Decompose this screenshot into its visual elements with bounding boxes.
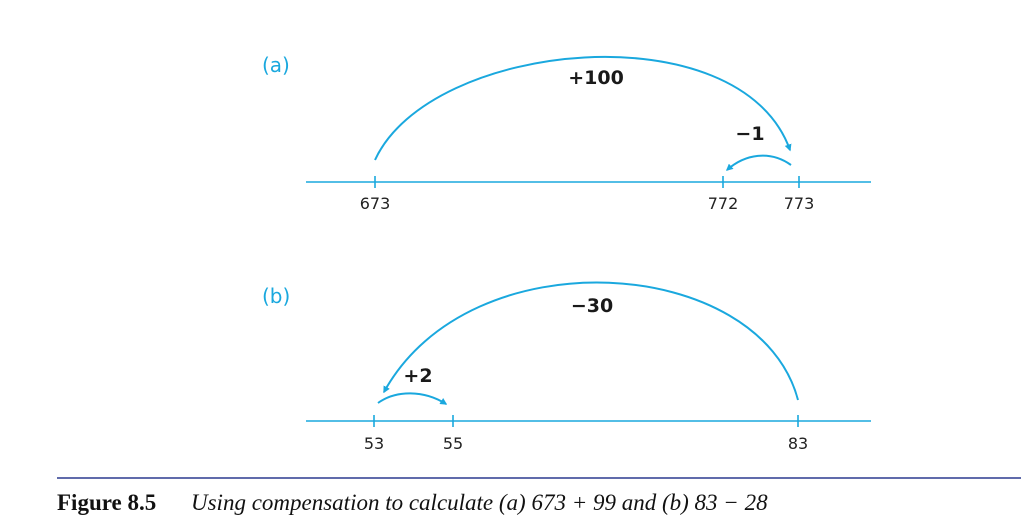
jump-arc-minus-1 — [725, 154, 792, 171]
panel-b: (b) 53 55 83 −30 +2 — [262, 281, 871, 453]
jump-label-plus-2: +2 — [403, 365, 432, 387]
tick-label-83: 83 — [788, 434, 808, 453]
jump-arc-plus-100 — [374, 56, 792, 161]
jump-label-minus-1: −1 — [735, 123, 764, 145]
panel-a: (a) 673 772 773 +100 −1 — [262, 53, 871, 213]
jump-arc-plus-2 — [377, 392, 448, 405]
panel-a-label: (a) — [262, 53, 290, 77]
tick-label-55: 55 — [443, 434, 463, 453]
tick-label-53: 53 — [364, 434, 384, 453]
tick-label-772: 772 — [708, 194, 739, 213]
figure-number: Figure 8.5 — [57, 490, 156, 515]
tick-label-773: 773 — [784, 194, 815, 213]
jump-label-minus-30: −30 — [571, 295, 613, 317]
jump-arc-minus-30 — [383, 281, 799, 401]
tick-label-673: 673 — [360, 194, 391, 213]
jump-label-plus-100: +100 — [568, 67, 624, 89]
figure-caption: Using compensation to calculate (a) 673 … — [191, 490, 768, 515]
panel-b-label: (b) — [262, 284, 290, 308]
